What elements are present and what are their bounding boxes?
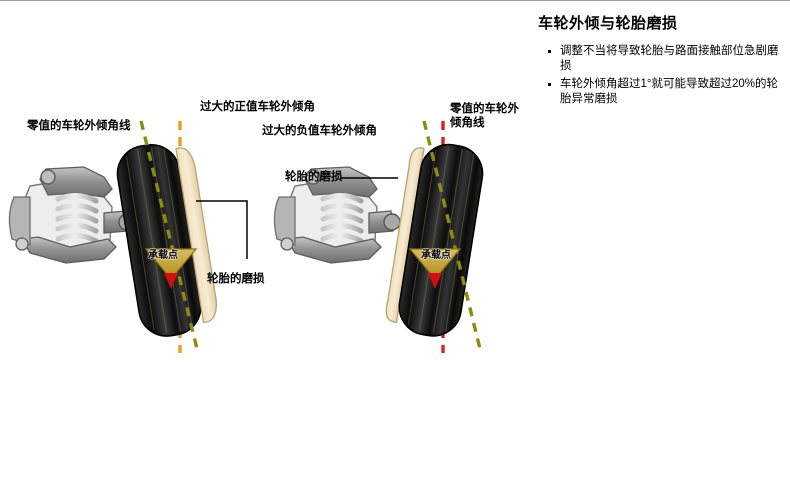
bullet-dot-icon bbox=[548, 83, 551, 87]
label-zero-camber-right: 零值的车轮外倾角线 bbox=[450, 103, 519, 130]
camber-angle-line-right bbox=[422, 120, 483, 354]
bullet-text-1: 调整不当将导致轮胎与路面接触部位急剧磨损 bbox=[560, 44, 779, 72]
label-zero-camber-left: 零值的车轮外倾角线 bbox=[27, 120, 131, 132]
bullet-list: 调整不当将导致轮胎与路面接触部位急剧磨损 车轮外倾角超过1°就可能导致超过20%… bbox=[538, 44, 786, 108]
bullet-item-2: 车轮外倾角超过1°就可能导致超过20%的轮胎异常磨损 bbox=[548, 77, 786, 107]
label-load-point-left: 承载点 bbox=[148, 250, 178, 261]
right-suspension bbox=[273, 166, 401, 264]
left-wheel-assembly bbox=[8, 120, 248, 354]
text-panel: 车轮外倾与轮胎磨损 调整不当将导致轮胎与路面接触部位急剧磨损 车轮外倾角超过1°… bbox=[538, 15, 786, 110]
right-tire bbox=[385, 143, 484, 337]
bullet-dot-icon bbox=[548, 49, 551, 53]
left-tire bbox=[116, 143, 217, 337]
tire-wear-leader-left bbox=[196, 200, 248, 259]
load-point-marker-right bbox=[408, 248, 462, 289]
label-excess-negative-camber: 过大的负值车轮外倾角 bbox=[262, 125, 377, 137]
label-tire-wear-left: 轮胎的磨损 bbox=[207, 273, 265, 285]
diagram-canvas bbox=[8, 120, 484, 354]
load-point-marker-left bbox=[144, 248, 198, 289]
label-load-point-right: 承载点 bbox=[421, 250, 451, 261]
camber-diagram: 零值的车轮外倾角线 过大的正值车轮外倾角 过大的负值车轮外倾角 零值的车轮外倾角… bbox=[0, 1, 538, 489]
label-tire-wear-right: 轮胎的磨损 bbox=[285, 171, 343, 183]
label-excess-positive-camber: 过大的正值车轮外倾角 bbox=[200, 101, 315, 113]
right-wheel-assembly bbox=[273, 120, 484, 354]
bullet-item-1: 调整不当将导致轮胎与路面接触部位急剧磨损 bbox=[548, 44, 786, 74]
camber-angle-line-left bbox=[139, 120, 200, 354]
bullet-text-2: 车轮外倾角超过1°就可能导致超过20%的轮胎异常磨损 bbox=[560, 78, 779, 106]
page-title: 车轮外倾与轮胎磨损 bbox=[538, 15, 678, 32]
left-suspension bbox=[8, 166, 136, 264]
